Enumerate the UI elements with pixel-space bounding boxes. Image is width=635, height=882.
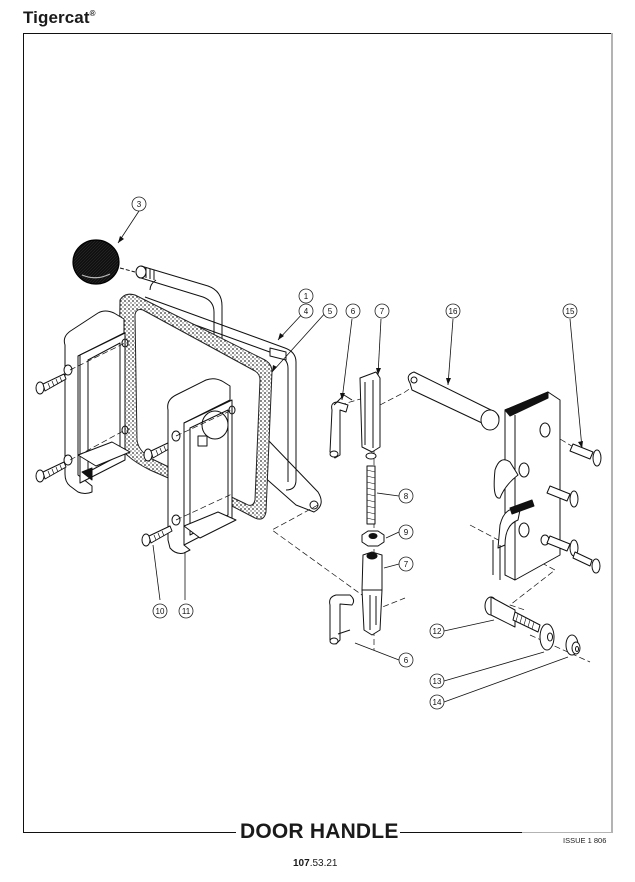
callout-circle <box>562 303 578 319</box>
callout-label: 3 <box>137 200 142 209</box>
latch-body <box>492 391 561 581</box>
registered-mark: ® <box>89 9 96 18</box>
callout-7a: 7 <box>374 303 390 319</box>
callout-label: 13 <box>433 677 442 686</box>
screw-part-10 <box>141 525 173 547</box>
striker-bolt-part-12 <box>484 596 541 633</box>
callout-label: 16 <box>449 307 458 316</box>
callout-label: 14 <box>433 698 442 707</box>
callout-circle <box>445 303 461 319</box>
callout-3: 3 <box>131 196 147 212</box>
callout-label: 9 <box>404 528 409 537</box>
nut-part-14 <box>565 634 581 656</box>
lever-part-16 <box>407 371 500 431</box>
page-number: 107.53.21 <box>293 858 338 869</box>
callout-7b: 7 <box>398 556 414 572</box>
screw-part-15-upper <box>569 443 602 467</box>
linkage-part-7-upper <box>359 371 381 460</box>
callout-circle <box>178 603 194 619</box>
linkage-part-7-lower <box>361 551 383 636</box>
nut-part-9 <box>361 530 385 547</box>
frame-border-right <box>611 33 613 833</box>
frame-border-bottom-right <box>400 832 522 833</box>
callout-circle <box>398 556 414 572</box>
callout-1: 1 <box>298 288 314 304</box>
callout-15: 15 <box>562 303 578 319</box>
callout-13: 13 <box>429 673 445 689</box>
callout-11: 11 <box>178 603 194 619</box>
brand-name: Tigercat <box>23 8 90 27</box>
callout-label: 7 <box>380 307 385 316</box>
callout-label: 6 <box>404 656 409 665</box>
callout-label: 15 <box>566 307 575 316</box>
frame-border-left <box>23 33 24 833</box>
clip-part-6-lower <box>329 594 355 645</box>
callout-label: 5 <box>328 307 333 316</box>
callout-14: 14 <box>429 694 445 710</box>
callout-circle <box>322 303 338 319</box>
callout-circle <box>131 196 147 212</box>
callout-circle <box>374 303 390 319</box>
callout-label: 11 <box>182 607 191 616</box>
callout-circle <box>298 288 314 304</box>
page-number-rest: .53.21 <box>309 858 338 869</box>
threaded-rod-part-8 <box>366 465 376 525</box>
page-number-bold: 107 <box>293 858 310 869</box>
callout-label: 12 <box>433 627 442 636</box>
callout-label: 8 <box>404 492 409 501</box>
frame-border-top <box>23 33 612 34</box>
callout-12: 12 <box>429 623 445 639</box>
clip-part-6-upper <box>329 394 353 459</box>
callout-label: 4 <box>304 307 309 316</box>
callout-9: 9 <box>398 524 414 540</box>
callout-16: 16 <box>445 303 461 319</box>
handle-bar <box>135 265 223 345</box>
screw-left-upper <box>35 373 67 395</box>
callout-8: 8 <box>398 488 414 504</box>
callout-5: 5 <box>322 303 338 319</box>
callout-circle <box>345 303 361 319</box>
callout-10: 10 <box>152 603 168 619</box>
callout-4: 4 <box>298 303 314 319</box>
screw-part-15-lower <box>546 535 601 574</box>
callout-circle <box>298 303 314 319</box>
callout-circle <box>152 603 168 619</box>
frame-border-bottom-left <box>23 832 236 833</box>
front-trim-part-11 <box>167 378 237 554</box>
callout-circle <box>398 488 414 504</box>
callout-6b: 6 <box>398 652 414 668</box>
callout-circle <box>398 524 414 540</box>
callout-6a: 6 <box>345 303 361 319</box>
screw-part-15-middle <box>546 485 579 508</box>
knob-part-3 <box>72 239 136 285</box>
callout-label: 10 <box>156 607 165 616</box>
callout-label: 6 <box>351 307 356 316</box>
screw-left-lower <box>35 461 67 483</box>
callout-circle <box>429 673 445 689</box>
washer-part-13 <box>539 623 555 651</box>
drawing-title: DOOR HANDLE <box>240 820 399 843</box>
back-trim-plate <box>63 310 131 494</box>
leader-arrowheads <box>118 236 583 448</box>
callout-label: 1 <box>304 292 309 301</box>
callout-circle <box>398 652 414 668</box>
callout-label: 7 <box>404 560 409 569</box>
brand-logo: Tigercat® <box>23 8 96 28</box>
leader-lines <box>117 210 583 703</box>
callout-circle <box>429 694 445 710</box>
frame-border-bottom-grey <box>522 832 613 833</box>
issue-number: ISSUE 1 806 <box>563 836 607 845</box>
callout-circle <box>429 623 445 639</box>
